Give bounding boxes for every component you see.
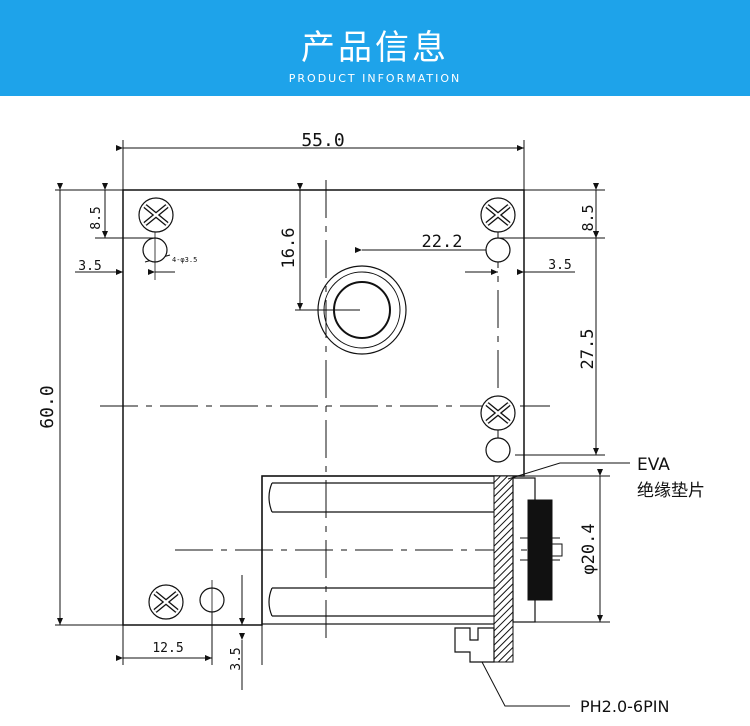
page-subtitle: PRODUCT INFORMATION: [288, 72, 462, 85]
eva-pad: [493, 475, 514, 663]
dim-outlet-diameter: φ20.4: [579, 523, 599, 574]
dim-top-offset-right: 8.5: [579, 204, 597, 231]
callout-eva: EVA: [637, 455, 670, 475]
screw-icon: [480, 197, 516, 233]
technical-drawing: 55.0 60.0 8.5 3.5 4-φ3.5 16.6 22.2 8.5 3…: [37, 130, 705, 716]
screw-icon: [148, 584, 184, 620]
dim-inlet-horizontal: 22.2: [422, 232, 463, 252]
callout-leaders: [481, 462, 630, 707]
dim-width: 55.0: [301, 130, 344, 151]
dim-height: 60.0: [37, 385, 58, 428]
dim-left-offset-left: 3.5: [78, 259, 101, 274]
connector: [454, 477, 563, 663]
page-title: 产品信息: [301, 28, 449, 68]
callout-pad: 绝缘垫片: [637, 481, 705, 501]
dim-bottom-left-offset: 12.5: [152, 641, 183, 656]
dim-hole-note: 4-φ3.5: [172, 256, 197, 264]
callout-connector: PH2.0-6PIN: [580, 697, 669, 716]
header-banner: 产品信息 PRODUCT INFORMATION: [0, 0, 750, 96]
extension-lines: [55, 140, 610, 665]
dim-right-offset-right: 3.5: [548, 258, 571, 273]
dimension-lines: [57, 145, 603, 690]
dim-bottom-offset: 3.5: [229, 647, 244, 670]
air-inlet: [317, 265, 407, 355]
dim-hole-spacing: 27.5: [578, 329, 598, 370]
dim-inlet-vertical: 16.6: [279, 228, 299, 269]
screw-icon: [138, 197, 174, 233]
dim-top-offset-left: 8.5: [89, 206, 104, 229]
screw-icon: [480, 395, 516, 431]
mounting-holes: [142, 232, 511, 620]
